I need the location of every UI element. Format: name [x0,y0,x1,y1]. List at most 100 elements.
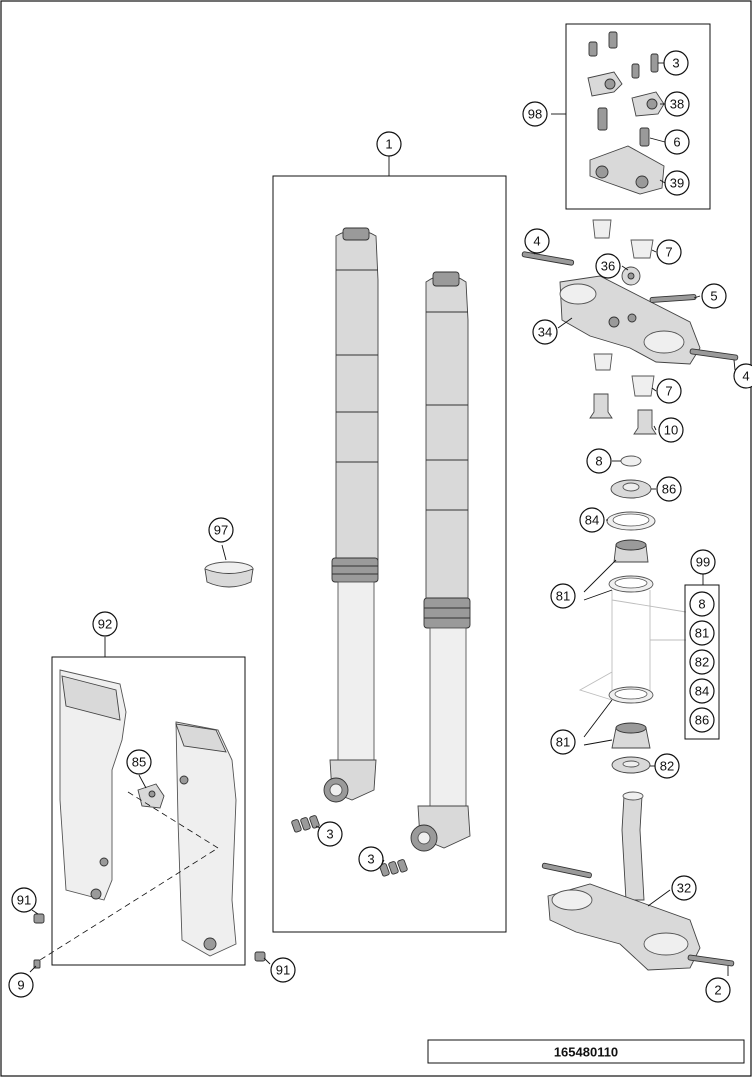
callout-c10: 10 [658,417,684,443]
callout-c4-right: 4 [733,363,752,389]
callout-c36: 36 [595,253,621,279]
callout-c84: 84 [579,507,605,533]
callout-number: 3 [672,56,679,71]
callout-number: 3 [326,827,333,842]
callout-c32: 32 [671,875,697,901]
protector-screw-left [33,913,45,924]
callout-number: 7 [665,245,672,260]
kit99-item: 81 [689,620,715,646]
steering-head-ghost [578,590,687,701]
callout-number: 98 [528,107,542,122]
upper-triple-clamp [521,251,739,365]
callout-number: 4 [533,234,540,249]
callout-c85: 85 [126,749,152,775]
lower-bearing-race [608,686,654,704]
callout-c92: 92 [92,611,118,637]
callout-c6: 6 [664,129,690,155]
fork-clamp-screws-lower [379,859,408,877]
callout-number: 39 [670,176,684,191]
callout-c3-low: 3 [358,846,384,872]
callout-number: 97 [214,523,228,538]
fork-guard-collar [204,561,254,588]
fork-legs-group-box [272,175,507,933]
callout-number: 2 [714,983,721,998]
callout-c1: 1 [376,131,402,157]
upper-bushings [592,219,654,286]
callout-number: 10 [664,423,678,438]
callout-number: 1 [385,137,392,152]
callout-number: 8 [595,454,602,469]
lower-bearing [611,722,651,749]
callout-c9: 9 [8,972,34,998]
callout-number: 84 [585,513,599,528]
callout-number: 91 [276,963,290,978]
clamp-kit-parts [587,31,665,195]
kit99-item-number: 8 [698,597,705,612]
callout-number: 36 [601,259,615,274]
right-fork-protector [175,721,237,957]
kit99-item-number: 81 [695,626,709,641]
kit99-item-number: 86 [695,713,709,728]
callout-number: 91 [17,893,31,908]
callout-c39: 39 [664,170,690,196]
callout-number: 5 [710,289,717,304]
o-ring [620,455,642,467]
callout-c82: 82 [654,753,680,779]
callout-number: 38 [670,97,684,112]
callout-number: 92 [98,617,112,632]
callout-number: 3 [367,852,374,867]
document-number: 165480110 [554,1045,618,1060]
callout-c99: 99 [690,549,716,575]
callout-number: 85 [132,755,146,770]
fork-protector-group-box [51,656,246,966]
callout-c81-bot: 81 [550,729,576,755]
callout-c8: 8 [586,448,612,474]
callout-layer: 1398386394736534471088684998181823229792… [8,50,752,1003]
callout-number: 7 [665,384,672,399]
kit99-item-number: 82 [695,655,709,670]
callout-c3-mid: 3 [317,821,343,847]
lower-triple-clamp [541,791,735,971]
callout-c4-top: 4 [524,228,550,254]
callout-c38: 38 [664,91,690,117]
kit99-item-number: 84 [695,684,709,699]
callout-number: 6 [673,135,680,150]
kit99-item: 86 [689,707,715,733]
callout-number: 81 [556,589,570,604]
right-fork-leg [410,271,471,852]
seal-ring [606,511,656,531]
callout-number: 99 [696,555,710,570]
upper-bearing [613,539,649,563]
callout-c3-kit: 3 [663,50,689,76]
fork-clamp-screws-upper [291,815,320,833]
callout-number: 81 [556,735,570,750]
callout-number: 32 [677,881,691,896]
kit99-item: 82 [689,649,715,675]
callout-c5: 5 [701,283,727,309]
callout-c86: 86 [656,476,682,502]
protector-bracket [137,783,165,809]
handlebar-clamp-kit-box [565,23,711,210]
callout-c34: 34 [532,319,558,345]
callout-c97: 97 [208,517,234,543]
upper-bearing-race [608,575,654,593]
callout-c7-bot: 7 [656,378,682,404]
callout-number: 9 [17,978,24,993]
assembly-line-left [39,791,219,961]
protector-screw-right [254,951,266,962]
callout-number: 82 [660,759,674,774]
callout-c91-left: 91 [11,887,37,913]
kit99-item: 8 [689,591,715,617]
callout-c81-top: 81 [550,583,576,609]
callout-c7-top: 7 [656,239,682,265]
leader-97 [221,544,227,561]
left-fork-protector [59,669,127,901]
lower-bushings [589,353,657,435]
document-number-box: 165480110 [427,1039,745,1064]
lower-seal [611,756,651,774]
left-fork-leg [323,227,379,803]
leader-85 [138,774,147,789]
